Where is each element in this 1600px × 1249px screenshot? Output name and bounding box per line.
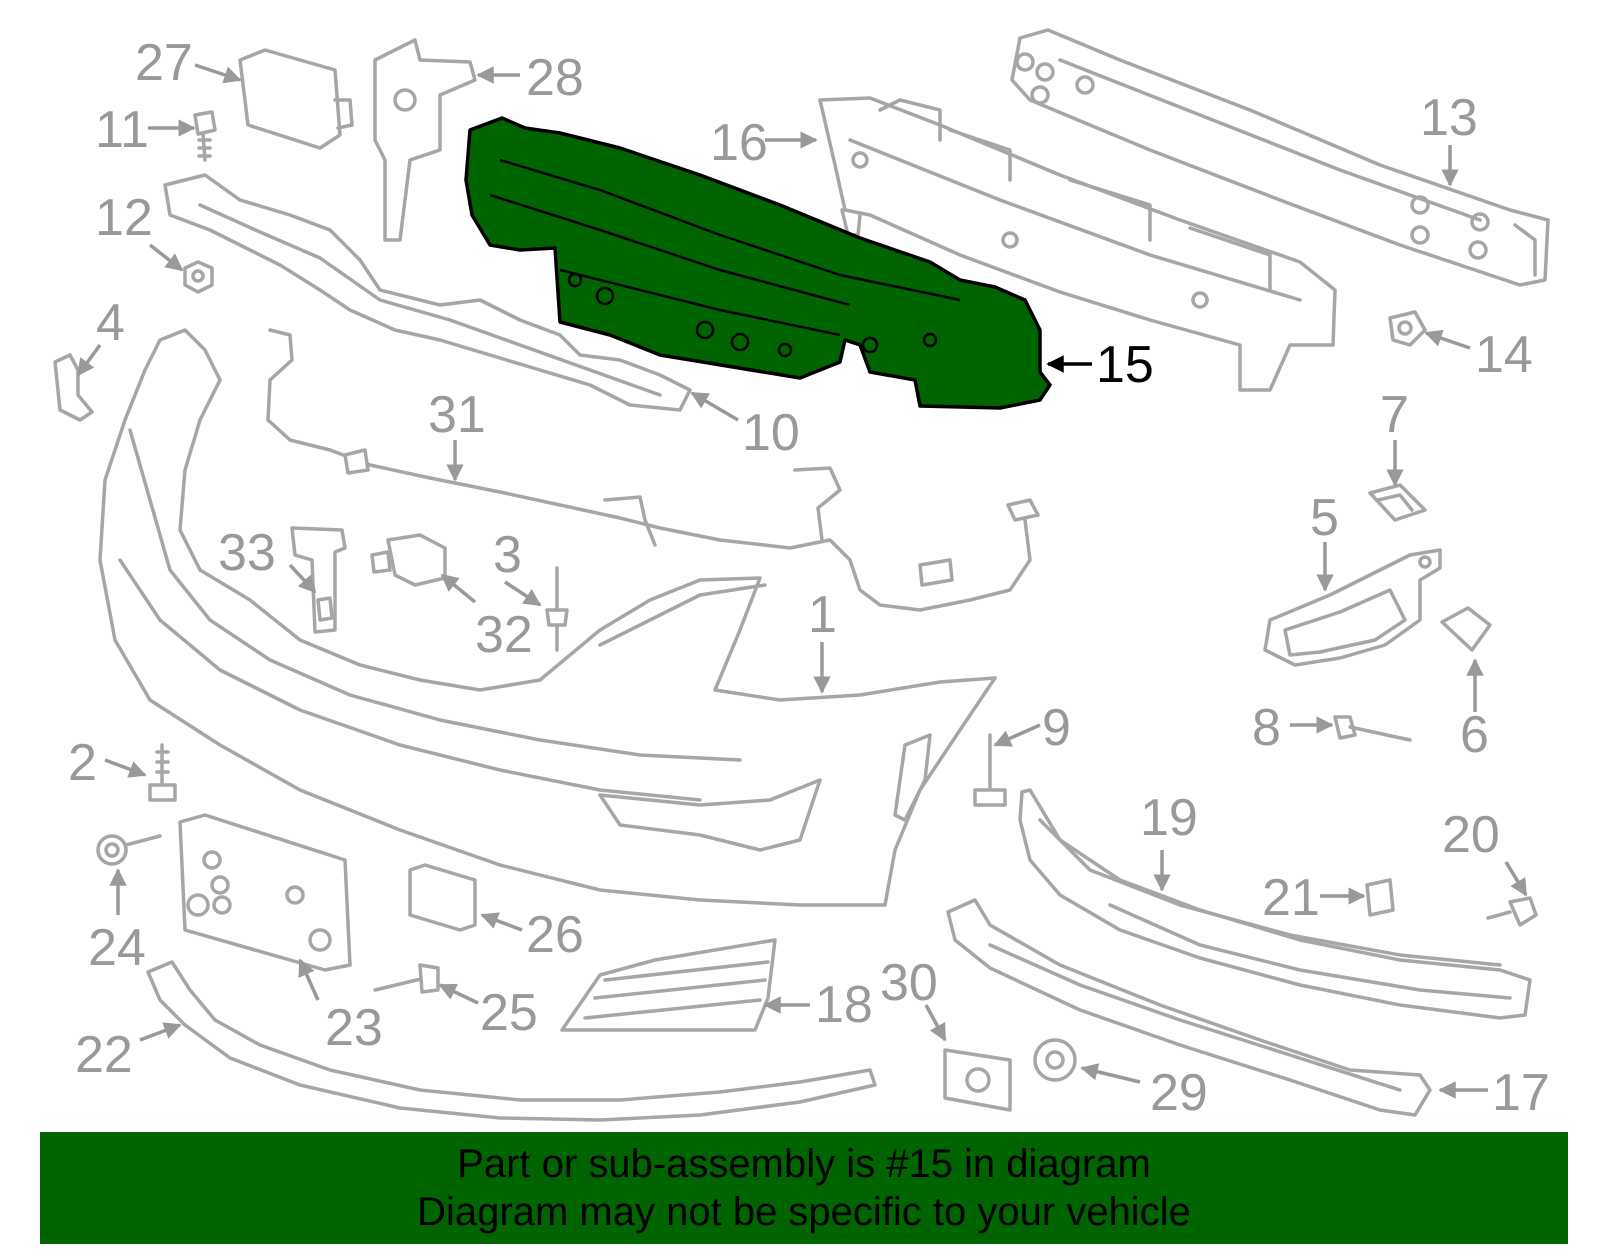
leader-29 xyxy=(1080,1063,1141,1084)
part-9-stud xyxy=(973,733,1007,807)
part-2-bolt xyxy=(148,743,177,802)
callout-1: 1 xyxy=(808,586,837,644)
callout-9: 9 xyxy=(1042,699,1071,757)
callout-6: 6 xyxy=(1460,706,1489,764)
leader-12 xyxy=(148,243,184,272)
callout-32: 32 xyxy=(475,606,533,664)
leader-26 xyxy=(480,912,523,932)
part-3-push-pin xyxy=(545,566,569,652)
callout-7: 7 xyxy=(1380,386,1409,444)
callout-31: 31 xyxy=(428,386,486,444)
part-18-grille-insert xyxy=(560,938,777,1032)
leader-30 xyxy=(924,1004,947,1042)
part-5-lamp-bracket xyxy=(1263,548,1442,667)
leader-14 xyxy=(1424,329,1471,350)
callout-27: 27 xyxy=(135,34,193,92)
leader-25 xyxy=(438,983,479,1005)
callout-14: 14 xyxy=(1475,326,1533,384)
part-33-bracket xyxy=(290,526,347,634)
part-24-screw xyxy=(96,834,162,866)
leader-23 xyxy=(298,958,320,1001)
part-29-grommet xyxy=(1033,1038,1077,1082)
callout-12: 12 xyxy=(95,189,153,247)
leader-33 xyxy=(288,563,317,594)
callout-11: 11 xyxy=(95,101,149,159)
leader-22 xyxy=(139,1022,182,1042)
leader-10 xyxy=(690,391,739,422)
part-30-bracket xyxy=(943,1048,1012,1112)
callout-21: 21 xyxy=(1262,869,1320,927)
callout-16: 16 xyxy=(710,114,768,172)
leader-20 xyxy=(1504,861,1528,897)
callout-10: 10 xyxy=(742,404,800,462)
leader-27 xyxy=(194,63,242,84)
part-14-push-clip xyxy=(1388,310,1427,347)
leader-3 xyxy=(504,580,542,607)
banner-line-1: Part or sub-assembly is #15 in diagram xyxy=(457,1142,1151,1186)
part-28-bracket xyxy=(373,38,477,242)
part-26-module xyxy=(408,863,477,932)
part-12-nut xyxy=(183,260,214,294)
callout-15: 15 xyxy=(1096,336,1154,394)
callout-4: 4 xyxy=(96,294,125,352)
part-25-rivet xyxy=(373,963,440,994)
callout-17: 17 xyxy=(1492,1064,1550,1122)
banner-line-2: Diagram may not be specific to your vehi… xyxy=(417,1190,1191,1234)
callout-24: 24 xyxy=(88,919,146,977)
part-15-highlighted-energy-absorber xyxy=(464,116,1052,410)
part-31-wiring-harness xyxy=(266,328,1040,612)
leader-4 xyxy=(76,343,102,377)
part-19-lower-grille xyxy=(1018,788,1532,1020)
info-banner: Part or sub-assembly is #15 in diagram D… xyxy=(40,1132,1568,1244)
part-32-sensor xyxy=(370,533,447,587)
part-17-lower-deflector xyxy=(946,898,1432,1117)
part-11-bolt xyxy=(193,110,217,162)
callout-30: 30 xyxy=(880,954,938,1012)
part-10-upper-bracket xyxy=(163,173,692,412)
callout-18: 18 xyxy=(815,976,873,1034)
leader-2 xyxy=(104,758,147,778)
callout-3: 3 xyxy=(493,526,522,584)
part-27-sensor-module xyxy=(238,48,354,150)
part-22-lower-molding xyxy=(146,960,877,1122)
part-20-screw xyxy=(1486,896,1538,927)
part-7-clip xyxy=(1368,483,1427,522)
part-13-bumper-impact-bar xyxy=(1010,28,1550,287)
leader-32 xyxy=(440,573,477,604)
callout-20: 20 xyxy=(1442,806,1500,864)
callout-28: 28 xyxy=(526,49,584,107)
part-1-bumper-fascia xyxy=(98,328,997,907)
callout-29: 29 xyxy=(1150,1064,1208,1122)
callout-13: 13 xyxy=(1420,89,1478,147)
part-23-license-plate-bracket xyxy=(178,813,352,972)
callout-2: 2 xyxy=(68,734,97,792)
callout-23: 23 xyxy=(325,999,383,1057)
leader-9 xyxy=(993,723,1041,747)
callout-33: 33 xyxy=(218,524,276,582)
part-6-cover xyxy=(1440,606,1492,652)
callout-5: 5 xyxy=(1310,489,1339,547)
part-4-clip xyxy=(53,353,94,422)
callout-19: 19 xyxy=(1140,789,1198,847)
callout-labels: 27 28 11 16 13 12 4 15 14 10 31 7 5 33 3… xyxy=(68,34,1550,1122)
callout-8: 8 xyxy=(1252,699,1281,757)
callout-25: 25 xyxy=(480,984,538,1042)
part-8-rivet xyxy=(1333,715,1412,742)
part-16-bumper-absorber-frame xyxy=(818,96,1337,392)
callout-22: 22 xyxy=(75,1026,133,1084)
part-21-clip xyxy=(1365,878,1395,917)
callout-26: 26 xyxy=(526,906,584,964)
leader-lines xyxy=(76,63,1528,1099)
